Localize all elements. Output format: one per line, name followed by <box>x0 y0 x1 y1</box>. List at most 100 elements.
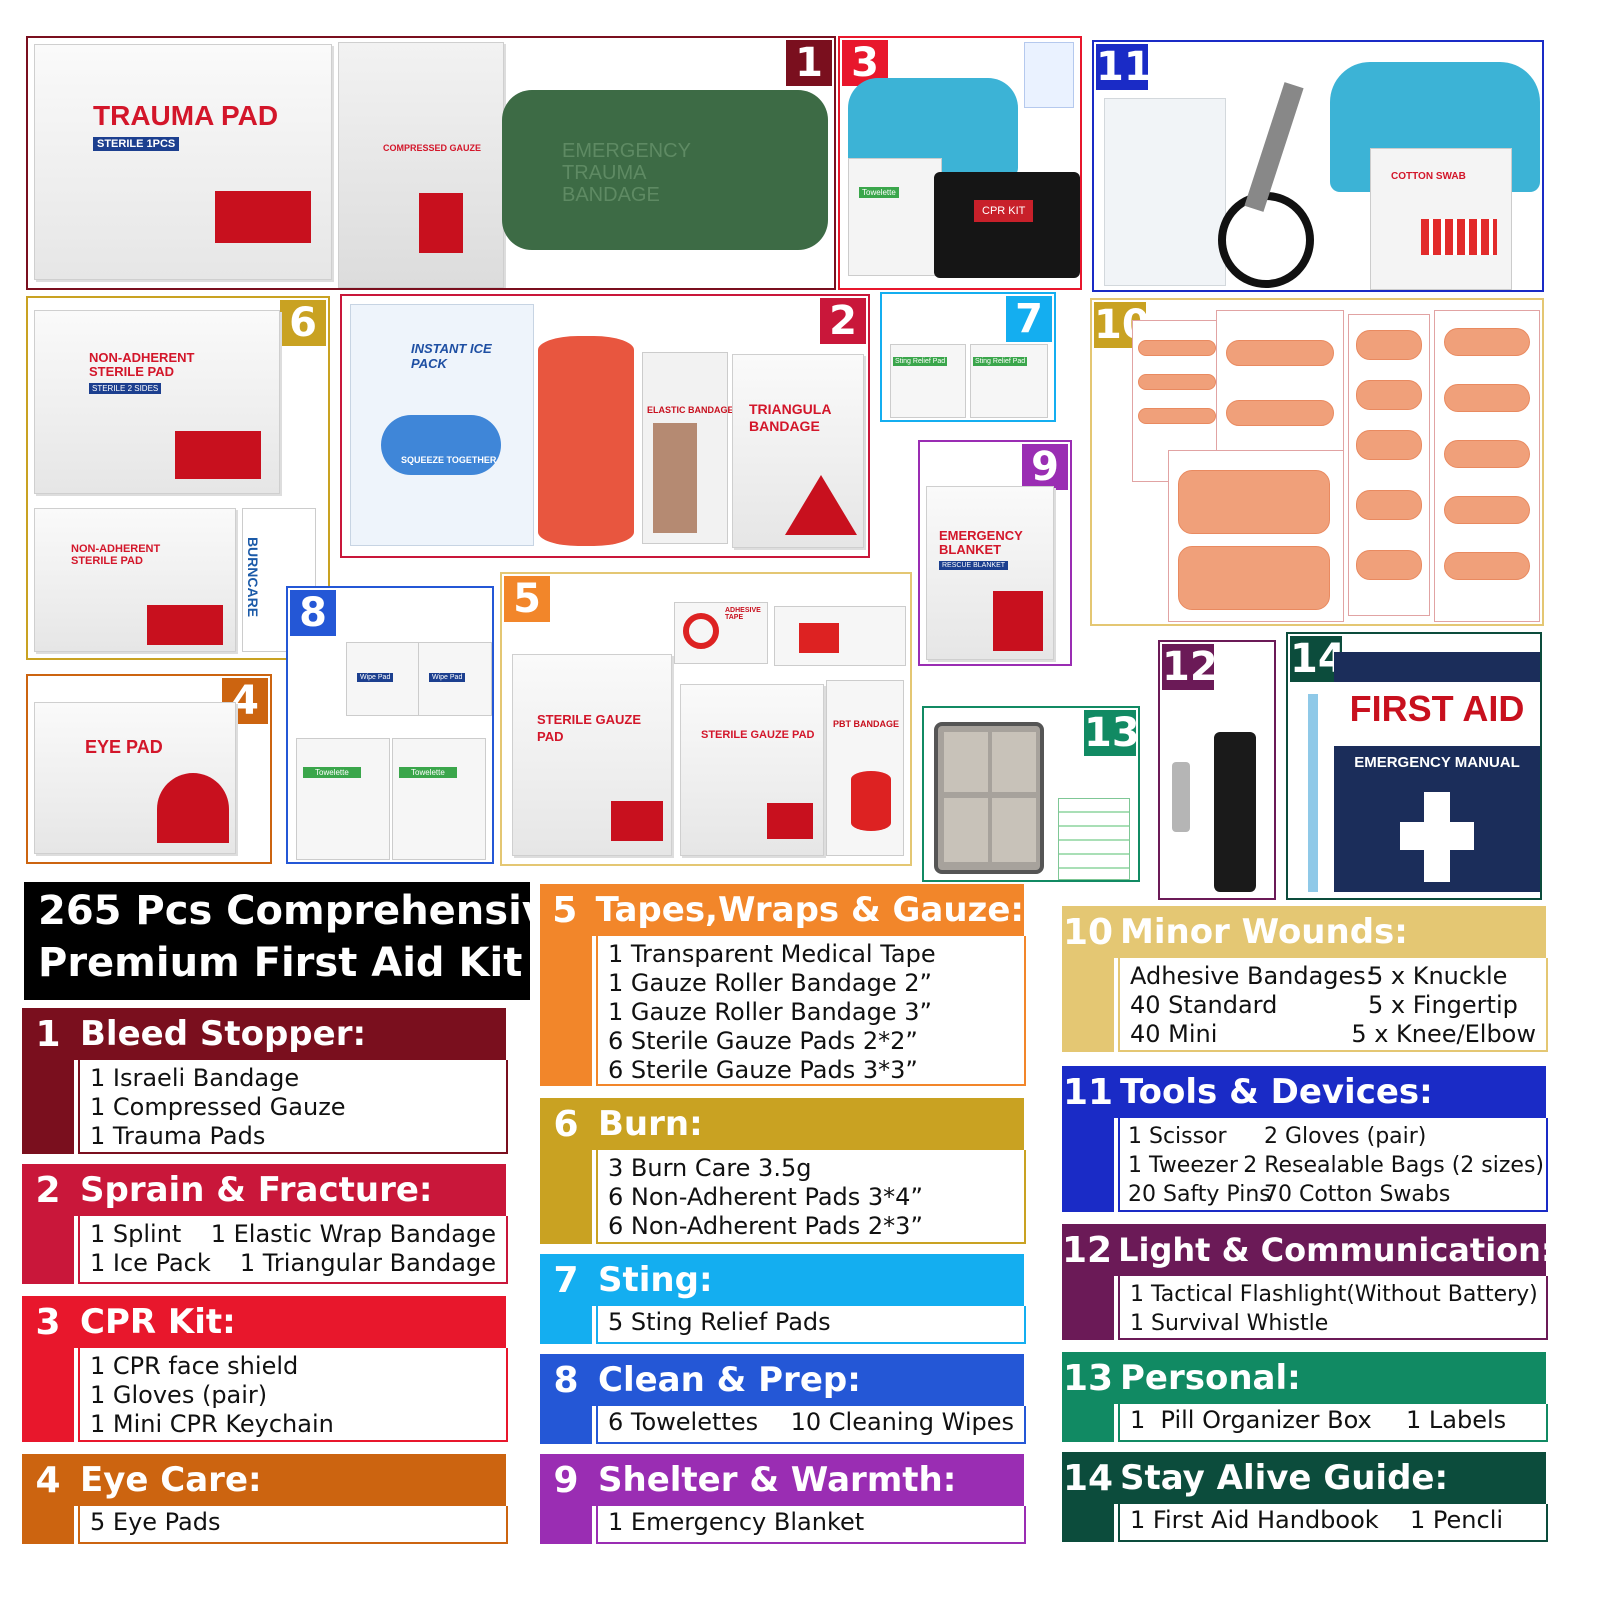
red-triangle <box>785 475 857 535</box>
pencil-image <box>1308 694 1318 892</box>
section-header: 5 Tapes,Wraps & Gauze: <box>540 884 1024 936</box>
section-number: 8 <box>553 1359 579 1401</box>
section-header: 12 Light & Communication: <box>1062 1224 1546 1276</box>
pbt-bandage-pack: PBT BANDAGE <box>826 680 904 856</box>
ice-pack: INSTANT ICE PACK SQUEEZE TOGETHER <box>350 304 534 546</box>
item: 1 Splint <box>90 1220 182 1248</box>
photo-panel-sting: 7 Sting Relief Pad Sting Relief Pad <box>880 292 1056 422</box>
elastic-bandage-pack: ELASTIC BANDAGE <box>642 352 734 544</box>
section-eye-care: 4 Eye Care: 5 Eye Pads <box>22 1454 508 1544</box>
panel-number-13: 13 <box>1084 710 1140 756</box>
eye-pad-label: EYE PAD <box>85 737 163 757</box>
swab-tips <box>1421 219 1497 255</box>
section-number: 14 <box>1062 1457 1114 1499</box>
section-header: 8 Clean & Prep: <box>540 1354 1024 1406</box>
scissors-image <box>1218 192 1314 288</box>
number-column <box>22 1060 74 1154</box>
photo-panel-tools: 11 COTTON SWAB <box>1092 40 1544 292</box>
section-number: 11 <box>1062 1071 1114 1113</box>
handbook-title: FIRST AID <box>1349 688 1525 729</box>
photo-panel-clean-prep: 8 Wipe Pad Wipe Pad Towelette Towelette <box>286 586 494 864</box>
sting-pad-label: Sting Relief Pad <box>893 357 948 366</box>
item: 1 Compressed Gauze <box>90 1093 346 1121</box>
bandage-strip <box>1226 340 1334 366</box>
section-number: 4 <box>35 1459 61 1501</box>
knee-elbow-bandage <box>1178 470 1330 534</box>
panel-number-4: 4 <box>222 678 268 724</box>
sting-pad-1: Sting Relief Pad <box>890 344 966 418</box>
first-aid-handbook: FIRST AID EMERGENCY MANUAL <box>1334 652 1540 892</box>
tape-label: ADHESIVE TAPE <box>725 607 761 621</box>
panel-number-14: 14 <box>1290 636 1346 682</box>
elastic-roll <box>653 423 697 533</box>
cpr-kit-label: CPR KIT <box>974 200 1034 222</box>
knuckle-bandage <box>1356 380 1422 410</box>
item: 1 Trauma Pads <box>90 1122 266 1150</box>
section-title: Clean & Prep: <box>598 1360 861 1400</box>
section-title: Stay Alive Guide: <box>1120 1458 1449 1498</box>
kit-title-box: 265 Pcs Comprehensive Premium First Aid … <box>24 882 575 1000</box>
bandage-strip <box>1226 400 1334 426</box>
elastic-bandage-label: ELASTIC BANDAGE <box>647 405 734 415</box>
section-body: 1 Emergency Blanket <box>596 1506 1026 1544</box>
red-square <box>419 193 463 253</box>
knuckle-bandage <box>1356 550 1422 580</box>
kit-title-line-1: 265 Pcs Comprehensive <box>38 888 575 934</box>
emergency-blanket-pack: EMERGENCY BLANKET RESCUE BLANKET <box>926 486 1054 660</box>
section-cpr-kit: 3 CPR Kit: 1 CPR face shield 1 Gloves (p… <box>22 1296 508 1442</box>
sterile-gauze-pad-large: STERILE GAUZE PAD <box>512 654 672 856</box>
section-body: 1 Israeli Bandage 1 Compressed Gauze 1 T… <box>78 1060 508 1154</box>
towelette-pack: Towelette <box>848 158 942 276</box>
tape-roll <box>683 613 719 649</box>
item: 1 Elastic Wrap Bandage <box>210 1220 496 1248</box>
item: 20 Safty Pins <box>1128 1182 1271 1207</box>
sting-pad-label: Sting Relief Pad <box>973 357 1028 366</box>
section-number: 12 <box>1062 1229 1113 1271</box>
eye-pad-shape <box>157 773 229 843</box>
sting-pad-2: Sting Relief Pad <box>970 344 1048 418</box>
medical-tape-pack: ADHESIVE TAPE <box>674 602 768 664</box>
item: 1 Tactical Flashlight(Without Battery) <box>1130 1282 1538 1307</box>
section-header: 2 Sprain & Fracture: <box>22 1164 506 1216</box>
knuckle-bandage <box>1356 490 1422 520</box>
photo-panel-eye-care: 4 EYE PAD <box>26 674 272 864</box>
item: 5 x Knee/Elbow <box>1351 1020 1536 1048</box>
cross-horizontal <box>1400 822 1474 850</box>
item: 1 Survival Whistle <box>1130 1311 1329 1336</box>
ice-pack-label: INSTANT ICE PACK <box>411 341 492 371</box>
item: 5 Eye Pads <box>90 1508 221 1536</box>
item: 5 x Fingertip <box>1368 991 1518 1019</box>
knee-elbow-bandage <box>1178 546 1330 610</box>
towelette-label: Towelette <box>859 187 899 198</box>
wipe-pad-label: Wipe Pad <box>357 673 394 682</box>
item-row: 1 Splint 1 Elastic Wrap Bandage <box>90 1220 496 1249</box>
section-title: Burn: <box>598 1104 703 1144</box>
item: 1 Gloves (pair) <box>90 1381 268 1409</box>
section-title: Eye Care: <box>80 1460 262 1500</box>
photo-panel-shelter: 9 EMERGENCY BLANKET RESCUE BLANKET <box>918 440 1072 666</box>
red-square <box>767 803 813 839</box>
number-column <box>22 1506 74 1544</box>
item: 6 Sterile Gauze Pads 3*3” <box>608 1056 918 1084</box>
item: Adhesive Bandages: <box>1130 962 1374 990</box>
sterile-label: STERILE 1PCS <box>93 137 180 151</box>
photo-panel-cpr-kit: 3 Towelette CPR KIT <box>838 36 1082 290</box>
number-column <box>1062 1118 1114 1212</box>
trauma-pad-pack: TRAUMA PAD STERILE 1PCS <box>34 44 332 280</box>
section-number: 1 <box>35 1013 61 1055</box>
fingertip-bandage <box>1444 496 1530 524</box>
emergency-blanket-label: EMERGENCY BLANKET <box>939 528 1023 557</box>
triangular-bandage-label: TRIANGULA BANDAGE <box>749 401 831 434</box>
item: 1 Ice Pack <box>90 1249 211 1277</box>
number-column <box>540 936 592 1086</box>
item: 70 Cotton Swabs <box>1264 1182 1451 1207</box>
whistle-image <box>1172 762 1190 832</box>
section-header: 1 Bleed Stopper: <box>22 1008 506 1060</box>
section-number: 3 <box>35 1301 61 1343</box>
